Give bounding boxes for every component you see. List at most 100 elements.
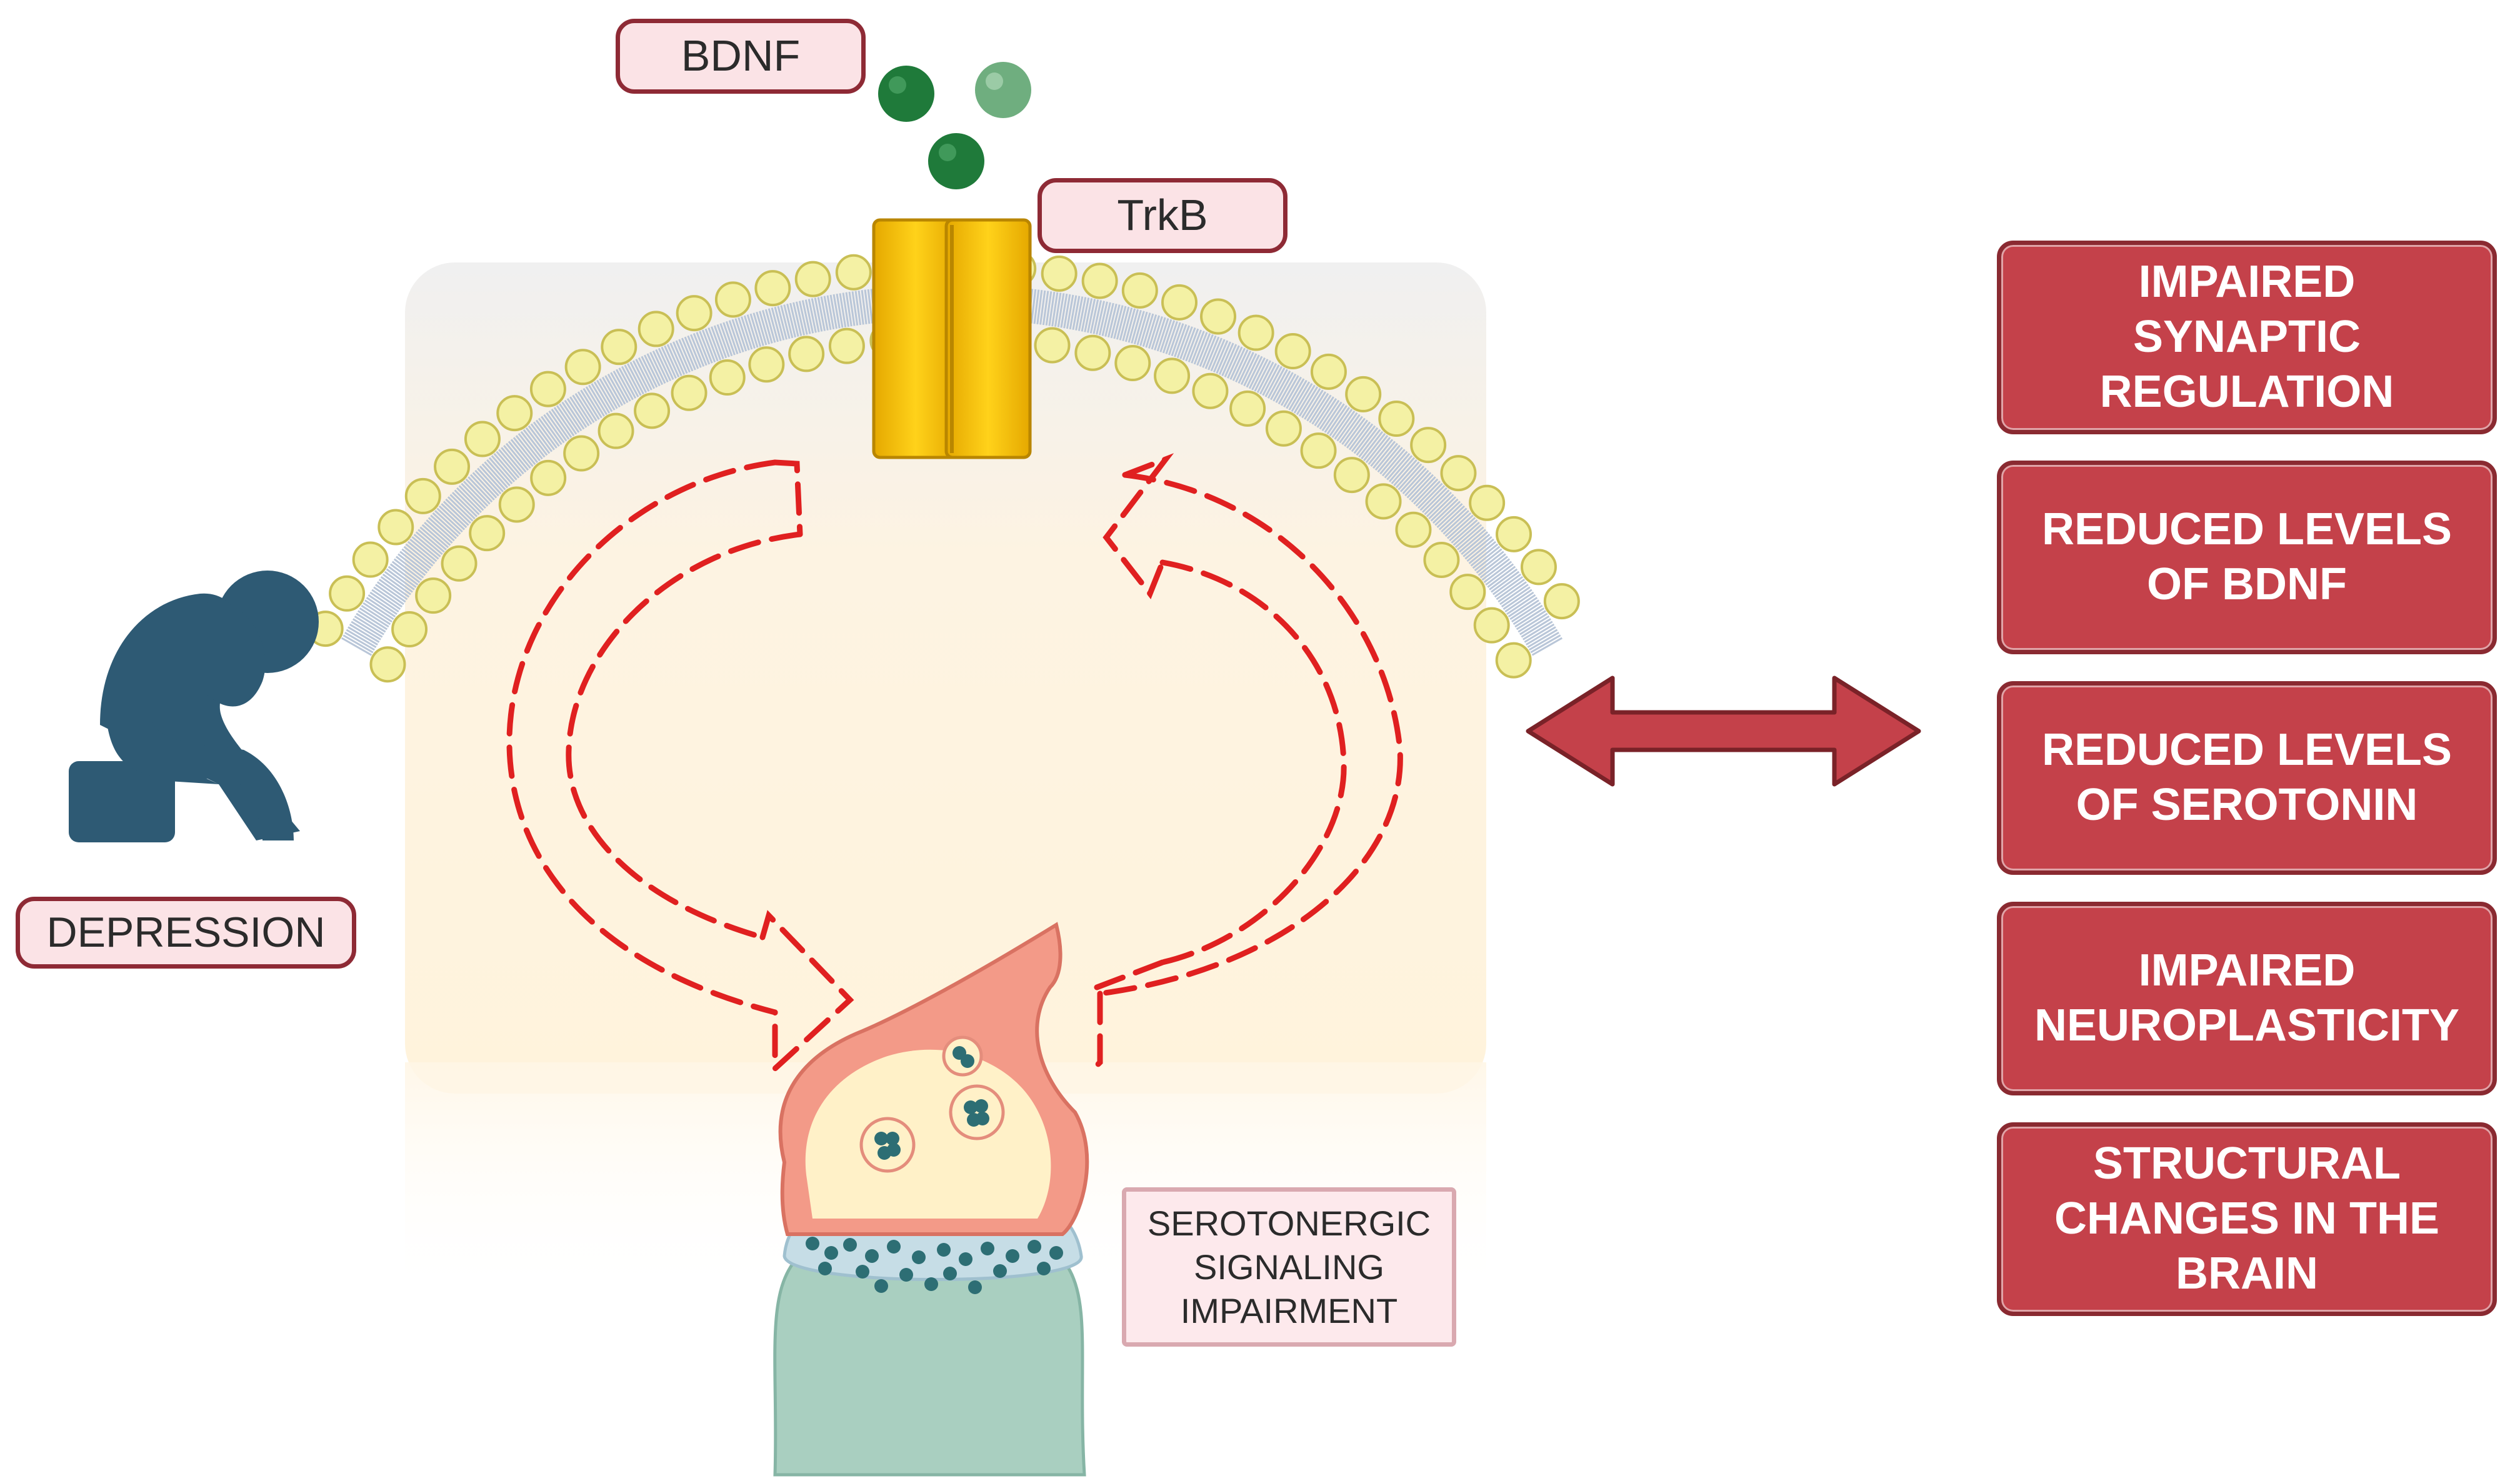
lipid-head bbox=[709, 359, 746, 396]
depressed-person-icon bbox=[69, 571, 319, 842]
lipid-tail bbox=[646, 353, 664, 386]
lipid-tail bbox=[393, 558, 422, 581]
lipid-head bbox=[1041, 255, 1078, 292]
lipid-tail bbox=[601, 376, 621, 408]
lipid-tail bbox=[675, 340, 691, 373]
lipid-tail bbox=[1522, 621, 1553, 641]
lipid-head bbox=[1449, 574, 1486, 611]
lipid-tail bbox=[1272, 370, 1291, 402]
lipid-tail bbox=[354, 615, 384, 636]
lipid-tail bbox=[384, 571, 413, 593]
lipid-tail bbox=[346, 629, 377, 649]
lipid-tail bbox=[472, 472, 498, 499]
lipid-head bbox=[1520, 549, 1557, 586]
lipid-tail bbox=[428, 517, 455, 542]
lipid-tail bbox=[380, 576, 410, 598]
lipid-tail bbox=[624, 364, 642, 396]
lipid-head bbox=[601, 329, 638, 366]
lipid-tail bbox=[352, 618, 383, 638]
lipid-tail bbox=[1151, 316, 1163, 350]
serotonin-molecule bbox=[874, 1132, 888, 1145]
lipid-tail bbox=[454, 489, 480, 516]
lipid-tail bbox=[1311, 394, 1332, 425]
lipid-tail bbox=[1248, 357, 1266, 389]
lipid-tail bbox=[1081, 297, 1090, 332]
lipid-tail bbox=[1254, 360, 1272, 392]
lipid-tail bbox=[1418, 482, 1443, 509]
lipid-tail bbox=[808, 299, 817, 333]
lipid-tail bbox=[1092, 300, 1102, 334]
lipid-head bbox=[434, 448, 471, 485]
lipid-tail bbox=[465, 478, 491, 505]
lipid-tail bbox=[1491, 571, 1520, 593]
lipid-tail bbox=[1154, 317, 1166, 351]
lipid-tail bbox=[1316, 398, 1338, 428]
lipid-tail bbox=[525, 427, 548, 456]
trkb-label: TrkB bbox=[1038, 178, 1288, 253]
lipid-tail bbox=[1240, 353, 1258, 386]
lipid-tail bbox=[1066, 294, 1074, 329]
lipid-tail bbox=[1309, 392, 1329, 423]
lipid-tail bbox=[1485, 563, 1514, 586]
lipid-tail bbox=[1452, 521, 1480, 546]
lipid-tail bbox=[1518, 612, 1548, 633]
lipid-tail bbox=[461, 482, 486, 509]
lipid-tail bbox=[1329, 407, 1351, 437]
lipid-tail bbox=[1476, 551, 1504, 574]
lipid-tail bbox=[591, 383, 611, 414]
lipid-tail bbox=[1386, 452, 1411, 481]
lipid-head bbox=[1081, 262, 1118, 299]
lipid-tail bbox=[1472, 546, 1501, 569]
lipid-tail bbox=[442, 501, 469, 526]
lipid-tail bbox=[378, 579, 408, 601]
lipid-tail bbox=[546, 412, 568, 442]
lipid-tail bbox=[510, 439, 534, 467]
lipid-tail bbox=[1446, 514, 1474, 539]
lipid-tail bbox=[716, 324, 730, 357]
lipid-tail bbox=[508, 441, 531, 469]
lipid-tail bbox=[1280, 375, 1299, 406]
lipid-tail bbox=[411, 536, 439, 560]
serotonin-molecule bbox=[843, 1238, 857, 1252]
lipid-tail bbox=[1466, 538, 1494, 562]
lipid-tail bbox=[1036, 290, 1043, 324]
lipid-tail bbox=[1304, 389, 1324, 420]
lipid-tail bbox=[780, 305, 791, 339]
lipid-head bbox=[391, 611, 428, 648]
lipid-tail bbox=[1326, 405, 1348, 435]
lipid-tail bbox=[543, 414, 565, 444]
lipid-tail bbox=[1527, 629, 1558, 649]
lipid-tail bbox=[580, 389, 600, 420]
lipid-tail bbox=[1479, 556, 1508, 579]
lipid-tail bbox=[1384, 451, 1408, 479]
lipid-tail bbox=[1370, 439, 1394, 467]
lipid-tail bbox=[359, 607, 389, 628]
lipid-tail bbox=[1096, 301, 1106, 335]
lipid-tail bbox=[561, 401, 582, 432]
serotonin-molecule bbox=[865, 1249, 879, 1263]
lipid-tail bbox=[1291, 381, 1311, 412]
lipid-tail bbox=[572, 394, 592, 425]
lipid-tail bbox=[438, 505, 466, 531]
lipid-head bbox=[1495, 642, 1532, 679]
lipid-tail bbox=[1519, 615, 1550, 636]
lipid-tail bbox=[1238, 352, 1254, 384]
lipid-tail bbox=[1133, 311, 1145, 345]
lipid-tail bbox=[777, 306, 788, 340]
lipid-tail bbox=[496, 451, 520, 479]
lipid-tail bbox=[1402, 467, 1427, 494]
lipid-tail bbox=[1251, 359, 1269, 391]
lipid-tail bbox=[1148, 315, 1161, 349]
lipid-head bbox=[835, 254, 872, 291]
lipid-tail bbox=[1464, 536, 1492, 560]
lipid-head bbox=[638, 311, 674, 347]
lipid-tail bbox=[395, 556, 424, 579]
lipid-tail bbox=[731, 319, 744, 352]
lipid-head bbox=[714, 281, 751, 318]
lipid-head bbox=[1543, 583, 1580, 620]
lipid-tail bbox=[1122, 307, 1133, 341]
lipid-tail bbox=[468, 476, 493, 503]
lipid-head bbox=[1469, 484, 1506, 521]
lipid-tail bbox=[643, 354, 661, 387]
lipid-tail bbox=[582, 387, 602, 419]
